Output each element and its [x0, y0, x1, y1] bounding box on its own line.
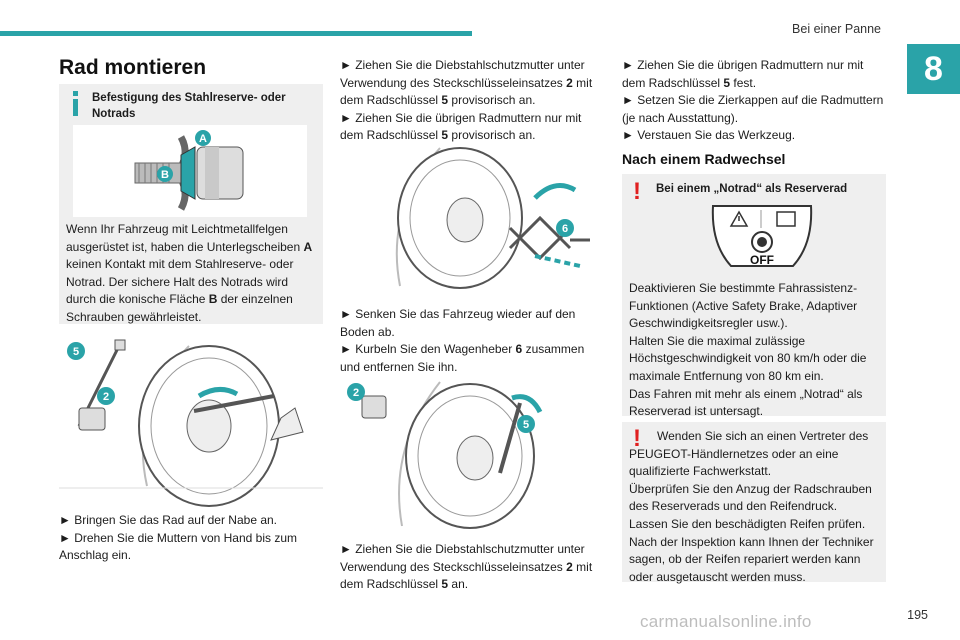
- wheel-mount-illustration: 5 2: [59, 339, 323, 507]
- col3-steps: ► Ziehen Sie die übrigen Radmuttern nur …: [622, 57, 886, 145]
- label-b: B: [161, 169, 169, 181]
- adas-off-button-illustration: OFF: [711, 205, 813, 267]
- col3-step-2: ► Setzen Sie die Zierkappen auf die Radm…: [622, 93, 884, 125]
- label-a: A: [199, 133, 207, 145]
- col2-steps-top: ► Ziehen Sie die Diebstahlschutzmutter u…: [340, 57, 604, 145]
- warning-icon-2: !: [633, 425, 641, 452]
- col2-steps-bottom: ► Ziehen Sie die Diebstahlschutzmutter u…: [340, 541, 604, 594]
- col2-step-1: ► Ziehen Sie die Diebstahlschutzmutter u…: [340, 58, 593, 108]
- page-number: 195: [907, 608, 928, 622]
- col2-steps-mid: ► Senken Sie das Fahrzeug wieder auf den…: [340, 306, 604, 376]
- warning-box-1-text: Deaktivieren Sie bestimmte Fahrassistenz…: [629, 281, 867, 419]
- jack-illustration: 6: [395, 147, 590, 289]
- section-title: Rad montieren: [59, 56, 207, 79]
- label-5b: 5: [523, 419, 529, 431]
- label-6: 6: [562, 223, 568, 235]
- col2-step-3: ► Senken Sie das Fahrzeug wieder auf den…: [340, 307, 576, 339]
- info-box-title: Befestigung des Stahlreserve- oder Notra…: [92, 92, 286, 120]
- warning-icon: !: [633, 178, 641, 205]
- info-icon: [73, 91, 78, 96]
- header-accent-bar: [0, 31, 472, 36]
- tighten-illustration: 2 5: [347, 381, 543, 529]
- off-label: OFF: [750, 253, 774, 267]
- watermark: carmanualsonline.info: [640, 612, 812, 631]
- col2-step-5: ► Ziehen Sie die Diebstahlschutzmutter u…: [340, 542, 593, 592]
- warning-box-2: [622, 422, 886, 582]
- col1-steps: ► Bringen Sie das Rad auf der Nabe an. ►…: [59, 512, 323, 565]
- bolt-diagram: A B: [134, 130, 244, 211]
- label-2b: 2: [353, 387, 359, 399]
- col1-step-1: ► Bringen Sie das Rad auf der Nabe an.: [59, 513, 278, 527]
- chapter-number-tab: 8: [907, 44, 960, 94]
- col1-step-2: ► Drehen Sie die Muttern von Hand bis zu…: [59, 530, 297, 563]
- label-2: 2: [103, 391, 109, 403]
- col2-step-2: ► Ziehen Sie die übrigen Radmuttern nur …: [340, 110, 582, 143]
- info-icon-bar: [73, 99, 78, 116]
- col3-step-1: ► Ziehen Sie die übrigen Radmuttern nur …: [622, 58, 864, 90]
- chapter-title: Bei einer Panne: [792, 22, 881, 36]
- info-box-text: Wenn Ihr Fahrzeug mit Leichtmetallfelgen…: [66, 222, 313, 324]
- subsection-title: Nach einem Radwechsel: [622, 151, 786, 167]
- warning-box-2-text: Wenden Sie sich an einen Vertreter des P…: [629, 429, 874, 584]
- label-5: 5: [73, 346, 79, 358]
- col2-step-4: ► Kurbeln Sie den Wagenheber 6 zusammen …: [340, 342, 585, 374]
- warning-box-1-title: Bei einem „Notrad“ als Reserverad: [656, 183, 848, 195]
- col3-step-3: ► Verstauen Sie das Werkzeug.: [622, 128, 796, 143]
